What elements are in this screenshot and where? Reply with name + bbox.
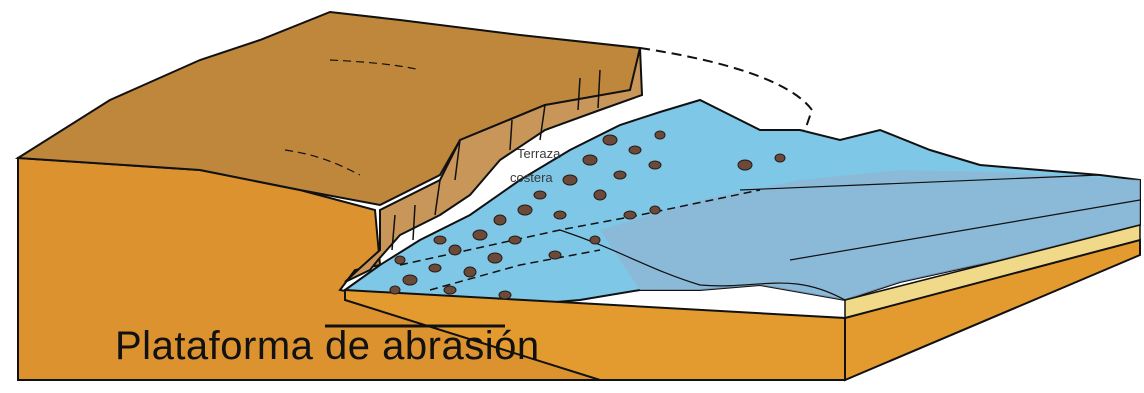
cliff-label-line2: costera (510, 170, 553, 185)
diagram-caption: Plataforma de abrasión (115, 324, 540, 369)
cliff-label-line1: Terraza (517, 146, 560, 161)
